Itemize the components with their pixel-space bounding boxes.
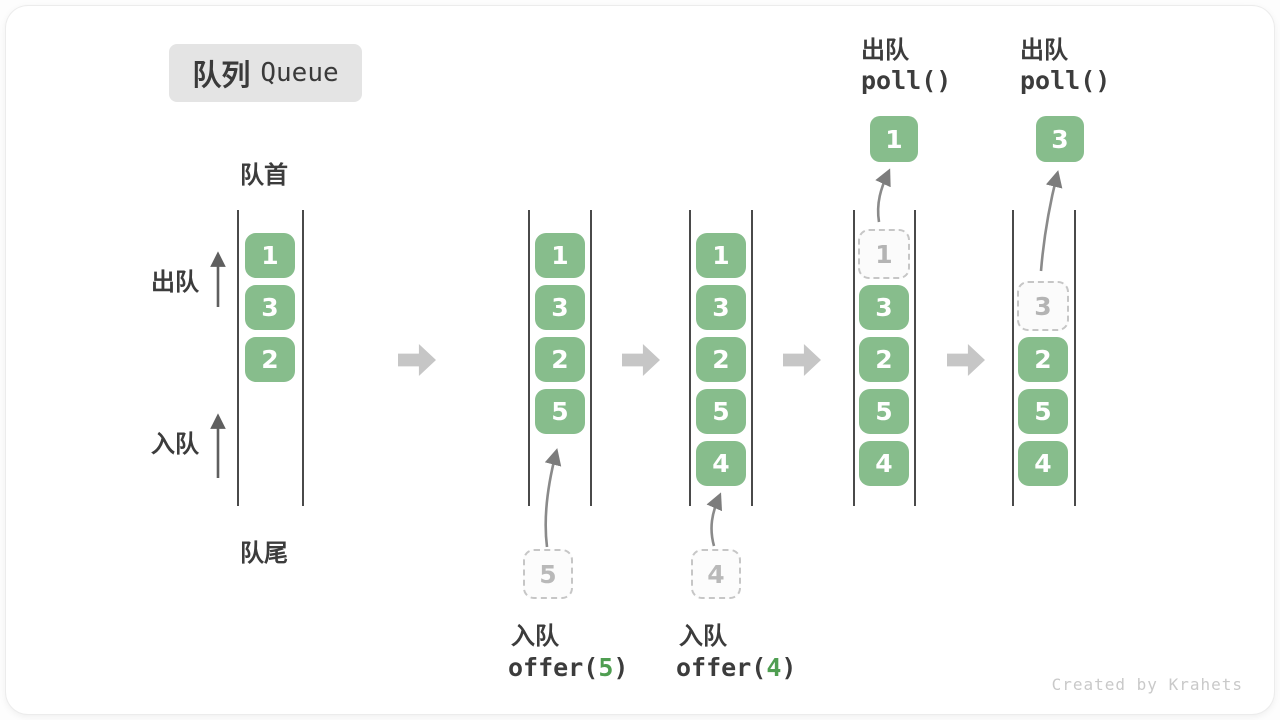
op-enqueue4-label: 入队 bbox=[679, 622, 727, 650]
queue-cell: 5 bbox=[859, 389, 909, 434]
queue-wall-left bbox=[1012, 210, 1014, 506]
queue-cell: 3 bbox=[245, 285, 295, 330]
queue-cell: 5 bbox=[535, 389, 585, 434]
code-fn: offer( bbox=[508, 653, 599, 682]
queue-cell: 2 bbox=[696, 337, 746, 382]
side-enqueue-label: 入队 bbox=[151, 430, 199, 458]
op-enqueue5-label: 入队 bbox=[511, 622, 559, 650]
code-close: ) bbox=[613, 653, 629, 682]
queue-cell: 3 bbox=[696, 285, 746, 330]
op-dequeue2-code: poll() bbox=[1020, 66, 1111, 95]
queue-cell: 1 bbox=[535, 233, 585, 278]
queue-wall-left bbox=[528, 210, 530, 506]
title-zh: 队列 bbox=[192, 58, 251, 92]
queue-cell: 3 bbox=[535, 285, 585, 330]
watermark: Created by Krahets bbox=[1051, 675, 1243, 694]
op-dequeue1-code: poll() bbox=[861, 66, 952, 95]
side-dequeue-label: 出队 bbox=[151, 268, 199, 296]
queue-cell: 4 bbox=[696, 441, 746, 486]
code-arg: 5 bbox=[598, 653, 614, 682]
queue-cell: 2 bbox=[859, 337, 909, 382]
pending-cell: 5 bbox=[523, 549, 573, 599]
dequeued-cell: 3 bbox=[1036, 116, 1084, 162]
op-enqueue5-code: offer(5) bbox=[508, 653, 628, 682]
queue-cell: 4 bbox=[1018, 441, 1068, 486]
queue-wall-right bbox=[302, 210, 304, 506]
queue-cell: 4 bbox=[859, 441, 909, 486]
ghost-cell: 1 bbox=[858, 229, 910, 279]
queue-cell: 3 bbox=[859, 285, 909, 330]
queue-cell: 5 bbox=[1018, 389, 1068, 434]
queue-wall-right bbox=[1074, 210, 1076, 506]
queue-wall-left bbox=[237, 210, 239, 506]
op-dequeue1-label: 出队 bbox=[861, 36, 909, 64]
queue-front-label: 队首 bbox=[240, 161, 288, 189]
queue-rear-label: 队尾 bbox=[240, 539, 288, 567]
queue-wall-right bbox=[914, 210, 916, 506]
queue-cell: 5 bbox=[696, 389, 746, 434]
dequeued-cell: 1 bbox=[870, 116, 918, 162]
op-enqueue4-code: offer(4) bbox=[676, 653, 796, 682]
code-arg: 4 bbox=[766, 653, 782, 682]
queue-cell: 2 bbox=[1018, 337, 1068, 382]
code-fn: offer( bbox=[676, 653, 767, 682]
op-dequeue2-label: 出队 bbox=[1020, 36, 1068, 64]
queue-wall-left bbox=[689, 210, 691, 506]
queue-wall-right bbox=[590, 210, 592, 506]
queue-cell: 2 bbox=[245, 337, 295, 382]
title-en: Queue bbox=[260, 58, 339, 88]
title-badge: 队列 Queue bbox=[169, 44, 362, 102]
queue-wall-right bbox=[751, 210, 753, 506]
queue-wall-left bbox=[853, 210, 855, 506]
queue-cell: 1 bbox=[696, 233, 746, 278]
ghost-cell: 3 bbox=[1017, 281, 1069, 331]
pending-cell: 4 bbox=[691, 549, 741, 599]
queue-cell: 1 bbox=[245, 233, 295, 278]
queue-cell: 2 bbox=[535, 337, 585, 382]
code-close: ) bbox=[781, 653, 797, 682]
